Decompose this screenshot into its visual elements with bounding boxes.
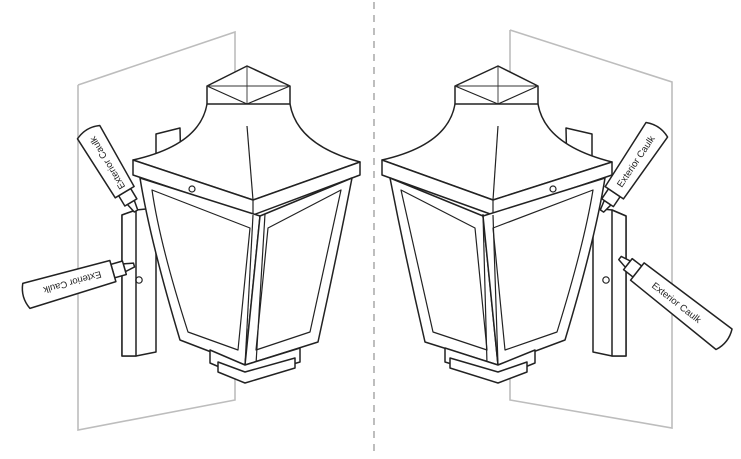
right-lantern-panel-left	[389, 177, 499, 366]
left-glass-right	[255, 189, 342, 351]
right-glass-left	[400, 189, 488, 351]
left-lantern	[132, 65, 361, 384]
left-backplate	[121, 207, 157, 357]
left-cap-screw	[188, 185, 196, 193]
left-mounting-screw	[135, 276, 143, 284]
left-lantern-panel-right	[244, 177, 353, 366]
right-lantern-panel-right	[482, 177, 606, 366]
left-lantern-panel-left	[139, 177, 261, 366]
right-cap-screw	[549, 185, 557, 193]
right-backplate	[592, 207, 627, 357]
right-lantern	[381, 65, 613, 384]
left-wall-outline	[77, 30, 236, 431]
right-glass-right	[492, 189, 594, 351]
left-installation: Exterior Caulk Exterior Caulk	[21, 30, 361, 431]
left-glass-left	[151, 189, 251, 351]
right-caulk-bottom: Exterior Caulk	[618, 255, 733, 351]
right-installation: Exterior Caulk Exterior Caulk	[381, 29, 733, 429]
right-mounting-screw	[602, 276, 610, 284]
